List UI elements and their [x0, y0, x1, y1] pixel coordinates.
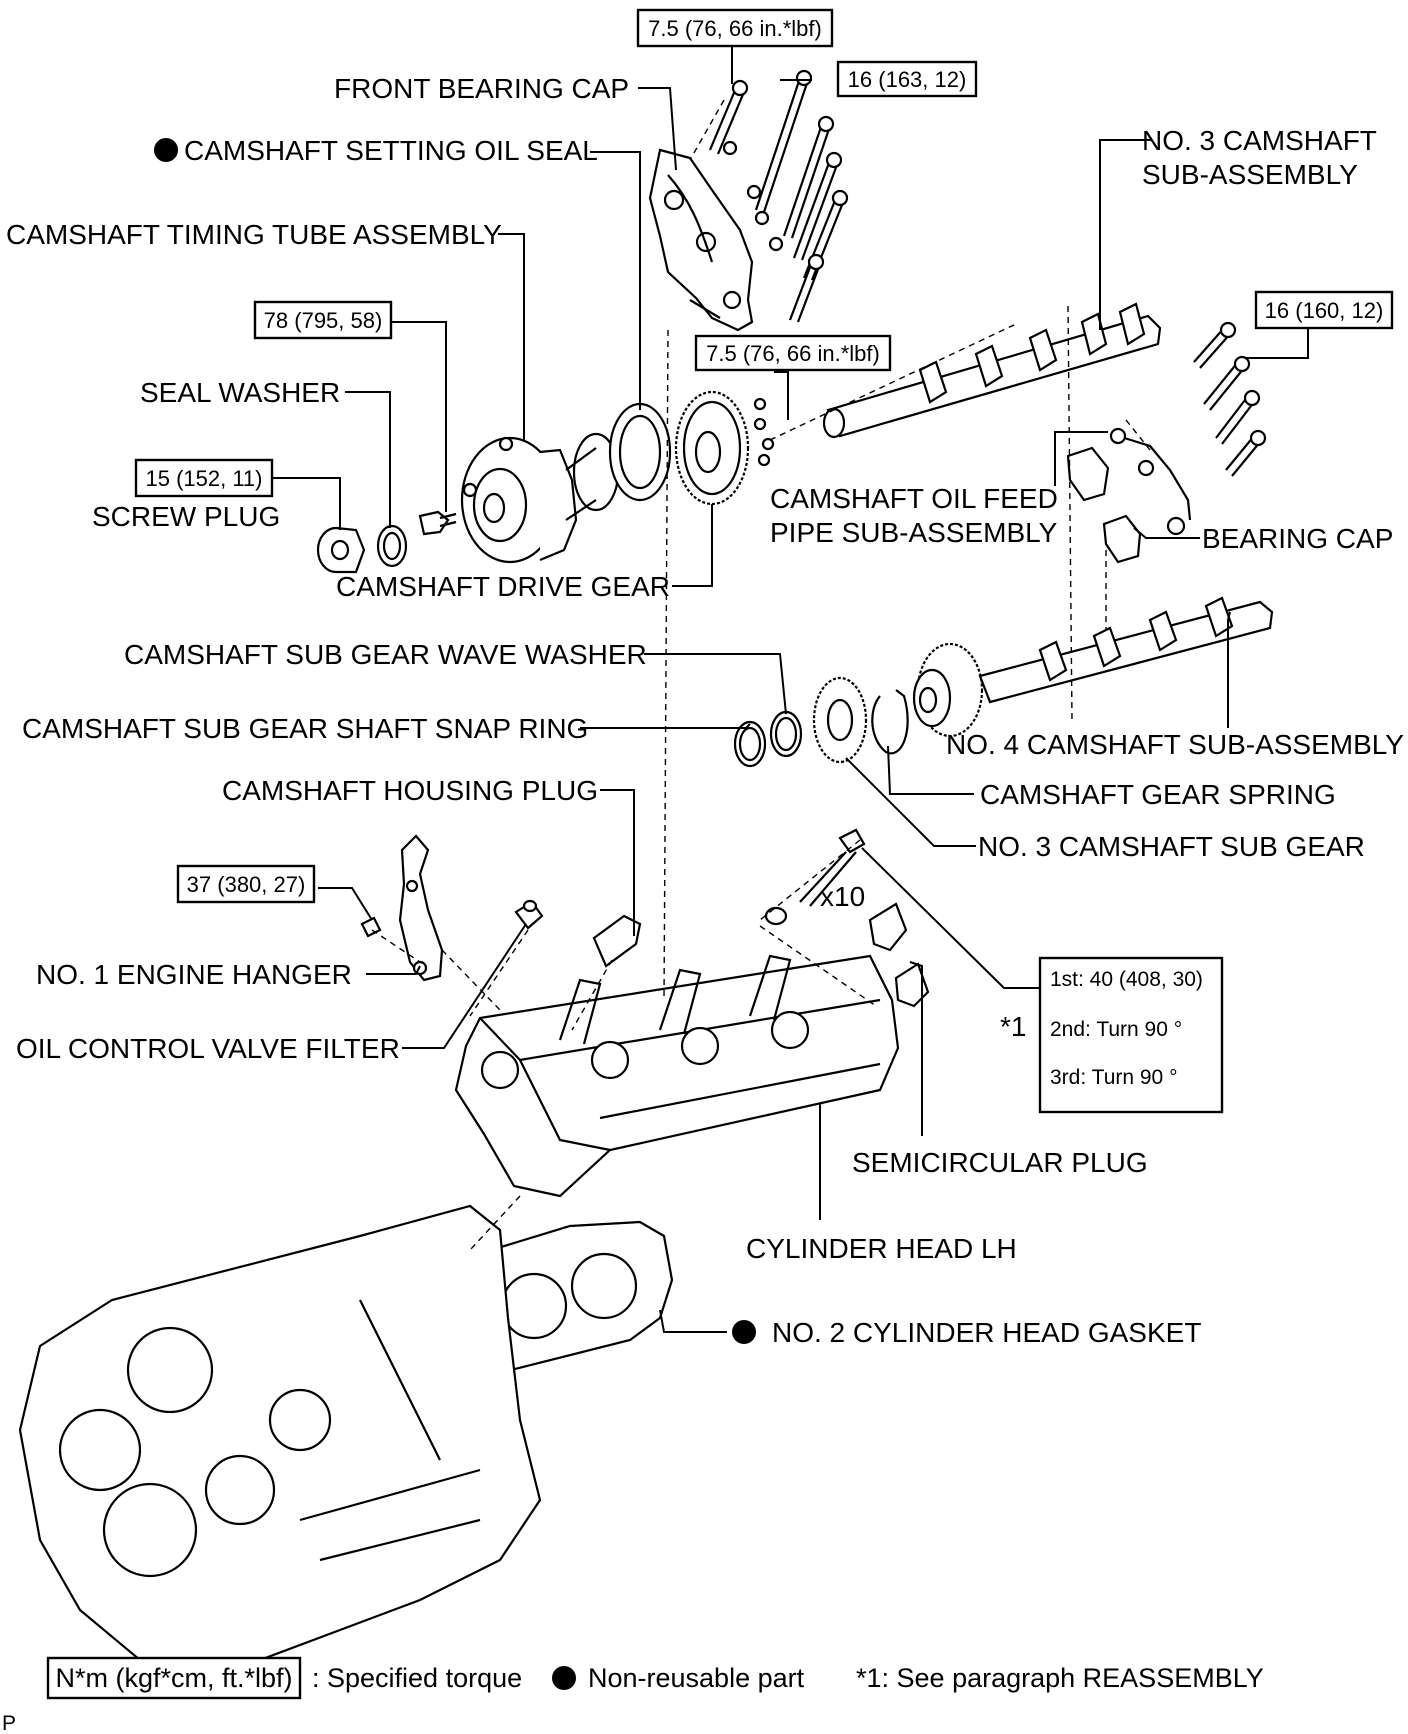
wave-washer-drawing: [769, 710, 803, 758]
torque-box-bearing-cap: 16 (160, 12): [1254, 290, 1394, 330]
torque-box-head-bolt: 1st: 40 (408, 30) 2nd: Turn 90 ° 3rd: Tu…: [1038, 956, 1224, 1114]
torque-box-front-cap-small: 7.5 (76, 66 in.*lbf): [636, 8, 834, 48]
torque-drive-gear: 7.5 (76, 66 in.*lbf): [706, 341, 880, 366]
engine-hanger-bolt-drawing: [360, 916, 382, 938]
no4-camshaft-drawing: [912, 596, 1274, 738]
no3-camshaft-drawing: [822, 302, 1162, 439]
oil-feed-pipe-drawing: [1066, 427, 1192, 564]
legend-unit: N*m (kgf*cm, ft.*lbf): [55, 1663, 292, 1693]
head-bolt-drawing: [764, 828, 866, 926]
label-bearing-cap: BEARING CAP: [1202, 523, 1393, 554]
label-no2-cylinder-head-gasket: NO. 2 CYLINDER HEAD GASKET: [772, 1317, 1201, 1348]
legend-nonreusable: Non-reusable part: [588, 1663, 805, 1693]
front-cap-bolts-drawing: [708, 69, 849, 323]
engine-block-drawing: [18, 1204, 542, 1682]
legend-unit-desc: : Specified torque: [312, 1663, 522, 1693]
camshaft-housing-plug-drawing: [592, 914, 642, 968]
label-camshaft-housing-plug: CAMSHAFT HOUSING PLUG: [222, 775, 598, 806]
label-bolt-count: x10: [820, 881, 865, 912]
label-sub-gear-snap-ring: CAMSHAFT SUB GEAR SHAFT SNAP RING: [22, 713, 588, 744]
torque-front-cap-small: 7.5 (76, 66 in.*lbf): [648, 16, 822, 41]
torque-timing-tube: 78 (795, 58): [264, 308, 383, 333]
no1-engine-hanger-drawing: [398, 834, 444, 982]
front-bearing-cap-drawing: [648, 148, 754, 332]
label-seal-washer: SEAL WASHER: [140, 377, 340, 408]
screw-plug-drawing: [316, 510, 457, 574]
camshaft-drive-gear-drawing: [674, 390, 775, 506]
torque-box-timing-tube: 78 (795, 58): [253, 300, 393, 340]
label-screw-plug: SCREW PLUG: [92, 501, 280, 532]
no3-sub-gear-drawing: [812, 676, 868, 764]
label-sub-gear-wave-washer: CAMSHAFT SUB GEAR WAVE WASHER: [124, 639, 647, 670]
label-no3-camshaft-line1: NO. 3 CAMSHAFT: [1142, 125, 1377, 156]
nonreusable-dot-gasket: [732, 1320, 756, 1344]
torque-screw-plug: 15 (152, 11): [145, 466, 262, 491]
semicircular-plug-drawing: [868, 902, 930, 1008]
corner-mark: P: [2, 1712, 16, 1734]
torque-head-step1: 1st: 40 (408, 30): [1050, 968, 1203, 991]
label-ref-star1: *1: [1000, 1011, 1026, 1042]
torque-box-drive-gear: 7.5 (76, 66 in.*lbf): [694, 334, 892, 372]
torque-head-step3: 3rd: Turn 90 °: [1050, 1066, 1177, 1089]
torque-bearing-cap: 16 (160, 12): [1265, 298, 1384, 323]
snap-ring-drawing: [733, 720, 767, 768]
label-cylinder-head-lh: CYLINDER HEAD LH: [746, 1233, 1017, 1264]
nonreusable-dot-oil-seal: [154, 138, 178, 162]
legend: N*m (kgf*cm, ft.*lbf) : Specified torque…: [2, 1656, 1264, 1734]
torque-box-screw-plug: 15 (152, 11): [134, 458, 274, 498]
legend-nonreusable-dot: [552, 1666, 576, 1690]
label-oil-control-valve-filter: OIL CONTROL VALVE FILTER: [16, 1033, 400, 1064]
oil-control-valve-filter-drawing: [514, 899, 544, 930]
bearing-cap-bolts-drawing: [1193, 321, 1267, 477]
torque-engine-hanger: 37 (380, 27): [187, 872, 306, 897]
torque-box-front-cap: 16 (163, 12): [836, 60, 978, 98]
label-camshaft-setting-oil-seal: CAMSHAFT SETTING OIL SEAL: [184, 135, 598, 166]
legend-reassembly-note: *1: See paragraph REASSEMBLY: [856, 1663, 1264, 1693]
label-camshaft-gear-spring: CAMSHAFT GEAR SPRING: [980, 779, 1336, 810]
label-oil-feed-pipe-line2: PIPE SUB-ASSEMBLY: [770, 517, 1058, 548]
label-camshaft-timing-tube: CAMSHAFT TIMING TUBE ASSEMBLY: [6, 219, 502, 250]
label-semicircular-plug: SEMICIRCULAR PLUG: [852, 1147, 1148, 1178]
camshaft-timing-tube-drawing: [460, 432, 620, 564]
torque-front-cap: 16 (163, 12): [848, 67, 967, 92]
torque-head-step2: 2nd: Turn 90 °: [1050, 1018, 1182, 1041]
label-no4-camshaft: NO. 4 CAMSHAFT SUB-ASSEMBLY: [946, 729, 1404, 760]
label-no1-engine-hanger: NO. 1 ENGINE HANGER: [36, 959, 352, 990]
torque-box-engine-hanger: 37 (380, 27): [176, 864, 316, 904]
gear-spring-drawing: [871, 689, 909, 755]
label-no3-camshaft-line2: SUB-ASSEMBLY: [1142, 159, 1358, 190]
camshaft-setting-oil-seal-drawing: [608, 402, 672, 502]
label-no3-sub-gear: NO. 3 CAMSHAFT SUB GEAR: [978, 831, 1365, 862]
label-camshaft-drive-gear: CAMSHAFT DRIVE GEAR: [336, 571, 670, 602]
label-front-bearing-cap: FRONT BEARING CAP: [334, 73, 629, 104]
label-oil-feed-pipe-line1: CAMSHAFT OIL FEED: [770, 483, 1058, 514]
cylinder-head-drawing: [454, 954, 900, 1198]
assembly-guide-lines: [371, 99, 1151, 1251]
leader-lines: [272, 28, 1309, 1333]
